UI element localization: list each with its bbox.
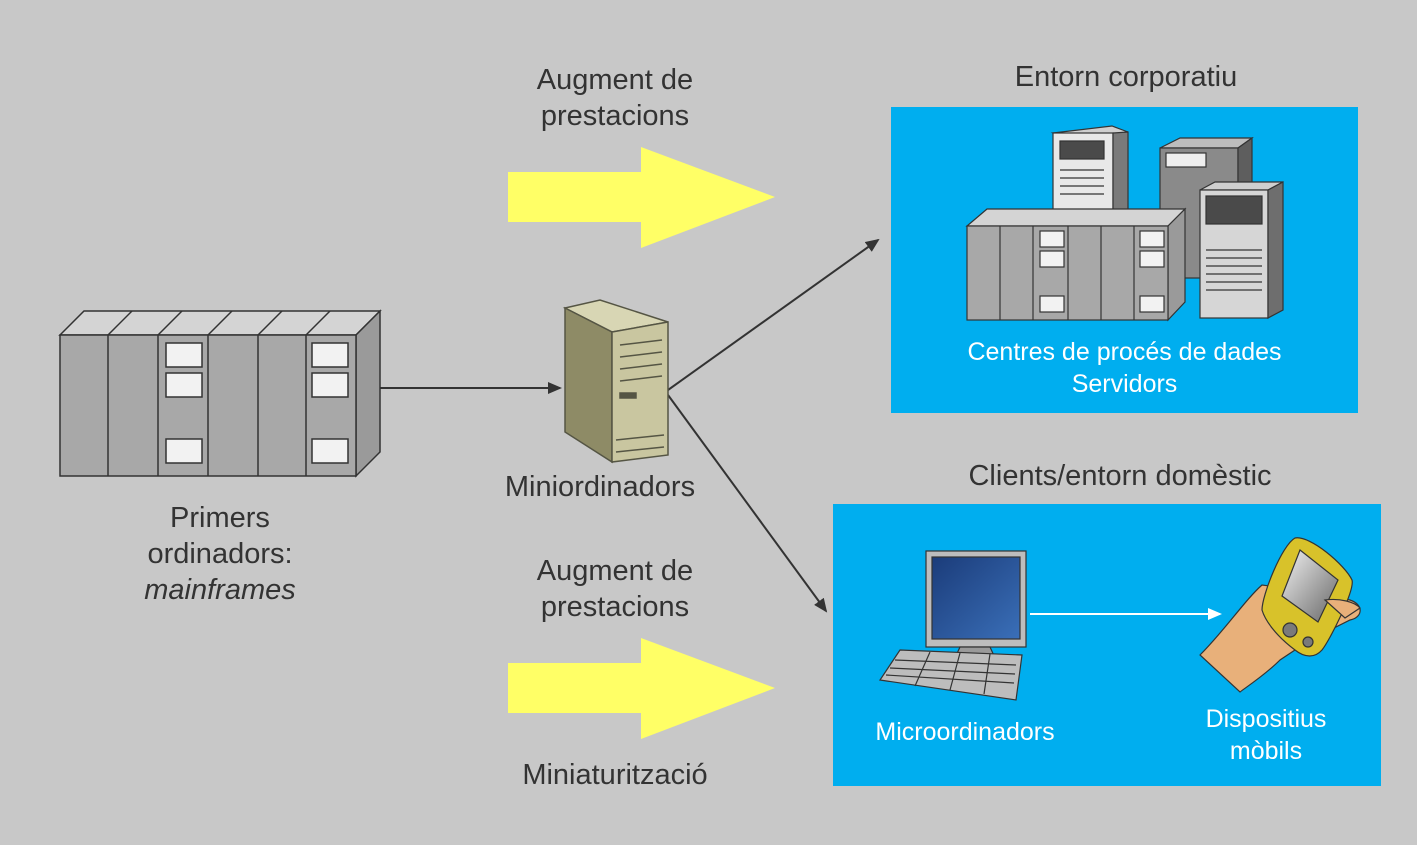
mainframe-label: Primers ordinadors: mainframes <box>90 500 350 608</box>
corporate-caption: Centres de procés de dades Servidors <box>891 336 1358 400</box>
mainframe-label-line2: ordinadors: <box>147 538 293 570</box>
mobile-label-line2: mòbils <box>1229 737 1303 765</box>
top-arrow-label-line1: Augment de <box>536 64 694 96</box>
bottom-arrow-label: Augment de prestacions <box>480 553 750 625</box>
home-title: Clients/entorn domèstic <box>900 458 1340 494</box>
mini-label: Miniordinadors <box>470 469 730 505</box>
desktop-computer-icon <box>878 550 1027 701</box>
miniaturization-label-text: Miniaturització <box>522 759 708 791</box>
mobile-label: Dispositius mòbils <box>1176 703 1356 767</box>
corporate-title: Entorn corporatiu <box>941 59 1311 95</box>
mini-to-corporate-arrow <box>667 238 880 391</box>
mainframe-label-line1: Primers <box>170 502 270 534</box>
top-arrow-label-line2: prestacions <box>540 100 690 132</box>
tower-server-icon <box>562 299 669 464</box>
top-arrow-label: Augment de prestacions <box>480 62 750 134</box>
bottom-arrow-label-line2: prestacions <box>540 591 690 623</box>
home-title-text: Clients/entorn domèstic <box>968 460 1272 492</box>
mini-label-text: Miniordinadors <box>504 471 696 503</box>
mainframe-icon <box>58 309 382 478</box>
mini-to-home-arrow <box>667 394 828 613</box>
handheld-device-icon <box>1199 537 1361 693</box>
miniaturization-label: Miniaturització <box>470 757 760 793</box>
corporate-caption-line1: Centres de procés de dades <box>967 338 1282 366</box>
micro-label-text: Microordinadors <box>875 718 1055 746</box>
bottom-performance-arrow <box>508 638 775 739</box>
mainframe-label-line3: mainframes <box>144 574 296 606</box>
server-cluster-icon <box>965 125 1284 322</box>
bottom-arrow-label-line1: Augment de <box>536 555 694 587</box>
micro-label: Microordinadors <box>845 716 1085 748</box>
top-performance-arrow <box>508 147 775 248</box>
corporate-title-text: Entorn corporatiu <box>1014 61 1238 93</box>
corporate-caption-line2: Servidors <box>1071 370 1178 398</box>
mobile-label-line1: Dispositius <box>1205 705 1327 733</box>
